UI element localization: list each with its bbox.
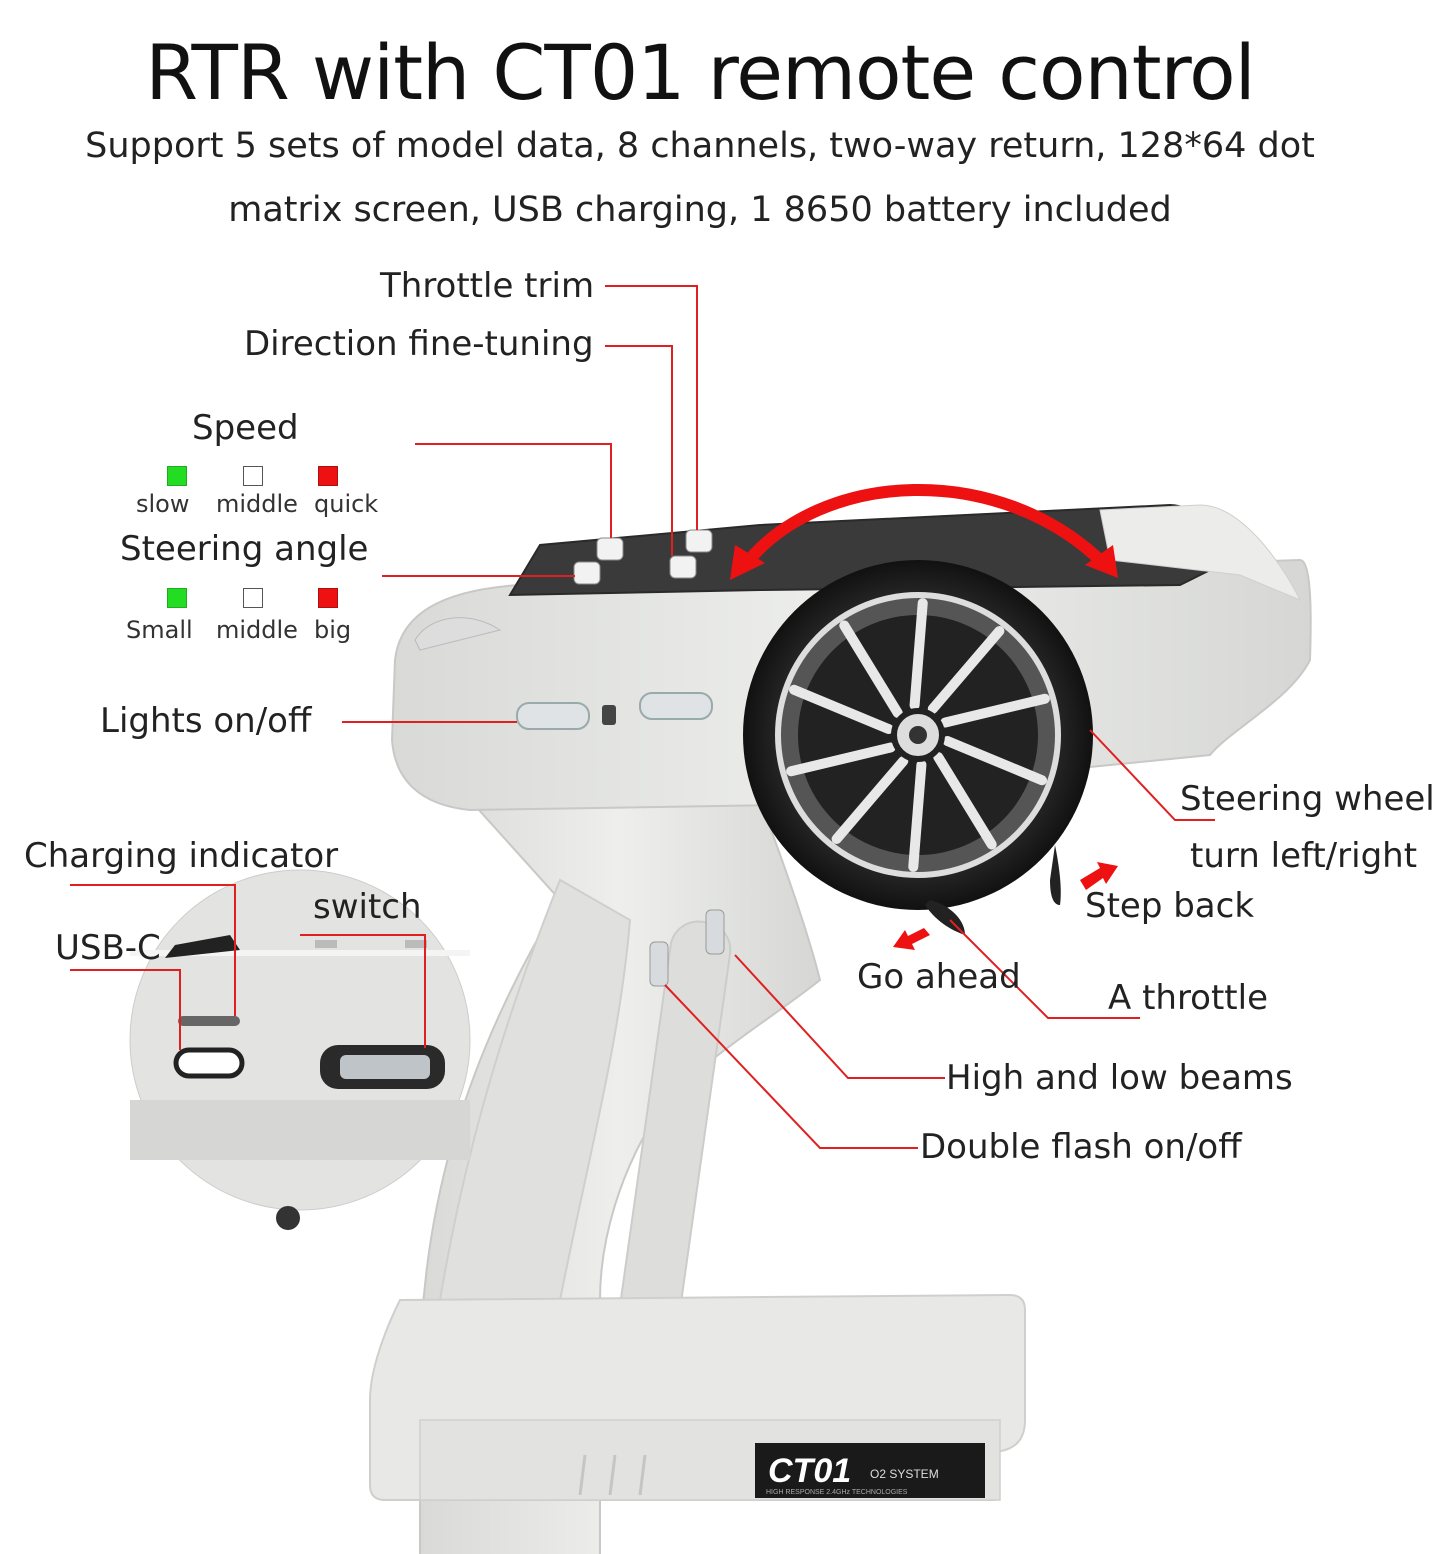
wheel-spoke <box>831 756 909 844</box>
speed-middle-label: middle <box>216 490 298 518</box>
angle-middle-label: middle <box>216 616 298 644</box>
wheel-spoke <box>927 626 1005 714</box>
step-back-arrow <box>1080 862 1118 890</box>
direction-fine-tuning-label: Direction fine-tuning <box>244 324 594 364</box>
switch-label: switch <box>313 887 422 927</box>
charging-led <box>178 1016 240 1026</box>
throttle-trim-button[interactable] <box>685 529 713 553</box>
angle-big-swatch <box>318 588 338 608</box>
angle-small-label: Small <box>126 616 193 644</box>
step-back-label: Step back <box>1085 886 1255 926</box>
usb-c-port[interactable] <box>173 1047 245 1079</box>
ct01-badge <box>755 1443 985 1498</box>
badge-tagline: HIGH RESPONSE 2.4GHz TECHNOLOGIES <box>766 1489 908 1496</box>
turn-label: turn left/right <box>1190 836 1418 876</box>
go-ahead-label: Go ahead <box>857 957 1021 997</box>
top-cover-right <box>1099 504 1302 601</box>
wheel-spoke <box>908 759 927 872</box>
steering-wheel[interactable] <box>743 560 1093 910</box>
direction-trim-button[interactable] <box>669 555 697 579</box>
wheel-spoke <box>940 693 1050 728</box>
angle-big-label: big <box>314 616 352 644</box>
speed-quick-label: quick <box>314 490 379 518</box>
speed-slow-label: slow <box>136 490 190 518</box>
wheel-spoke <box>786 742 896 777</box>
throttle-trim-label: Throttle trim <box>380 266 595 306</box>
base-rib <box>608 1454 617 1496</box>
speed-middle-swatch <box>243 466 263 486</box>
wheel-spoke <box>933 752 997 850</box>
speed-quick-swatch <box>318 466 338 486</box>
wheel-spoke <box>942 735 1047 786</box>
base-rib <box>638 1454 647 1496</box>
a-throttle-label: A throttle <box>1108 978 1269 1018</box>
speed-button[interactable] <box>596 537 624 561</box>
steering-wheel-label: Steering wheel <box>1180 779 1435 819</box>
page-title: RTR with CT01 remote control <box>145 28 1255 117</box>
subtitle-line-2: matrix screen, USB charging, 1 8650 batt… <box>228 190 1172 230</box>
double-flash-label: Double flash on/off <box>920 1127 1242 1167</box>
usb-c-label: USB-C <box>55 928 161 968</box>
lights-button[interactable] <box>516 702 590 730</box>
go-ahead-arrow <box>893 928 930 950</box>
rotation-arc <box>740 484 1110 570</box>
arc-arrow-left <box>730 545 765 580</box>
charging-indicator-label: Charging indicator <box>24 836 339 876</box>
speed-label: Speed <box>192 408 299 448</box>
steering-angle-label: Steering angle <box>120 529 369 569</box>
beams-button[interactable] <box>705 909 725 955</box>
arc-arrow-right <box>1085 545 1118 578</box>
double-flash-button[interactable] <box>649 941 669 987</box>
usb-inset <box>129 869 471 1230</box>
o2-system-text: O2 SYSTEM <box>870 1467 939 1481</box>
angle-small-swatch <box>167 588 187 608</box>
throttle-trigger[interactable] <box>1050 845 1061 905</box>
ct01-logo: CT01 <box>768 1452 851 1490</box>
subtitle-line-1: Support 5 sets of model data, 8 channels… <box>85 126 1315 166</box>
wheel-spoke <box>839 620 903 718</box>
angle-middle-swatch <box>243 588 263 608</box>
lights-label: Lights on/off <box>100 701 312 741</box>
front-led <box>602 705 616 725</box>
high-low-beams-label: High and low beams <box>946 1058 1293 1098</box>
base-rib <box>578 1454 587 1496</box>
side-nub <box>414 617 502 651</box>
speed-slow-swatch <box>167 466 187 486</box>
leader-lines <box>70 285 1215 1149</box>
wheel-spoke <box>789 684 894 735</box>
front-light-right <box>639 692 713 720</box>
steering-angle-button[interactable] <box>573 561 601 585</box>
wheel-spoke <box>909 598 928 711</box>
